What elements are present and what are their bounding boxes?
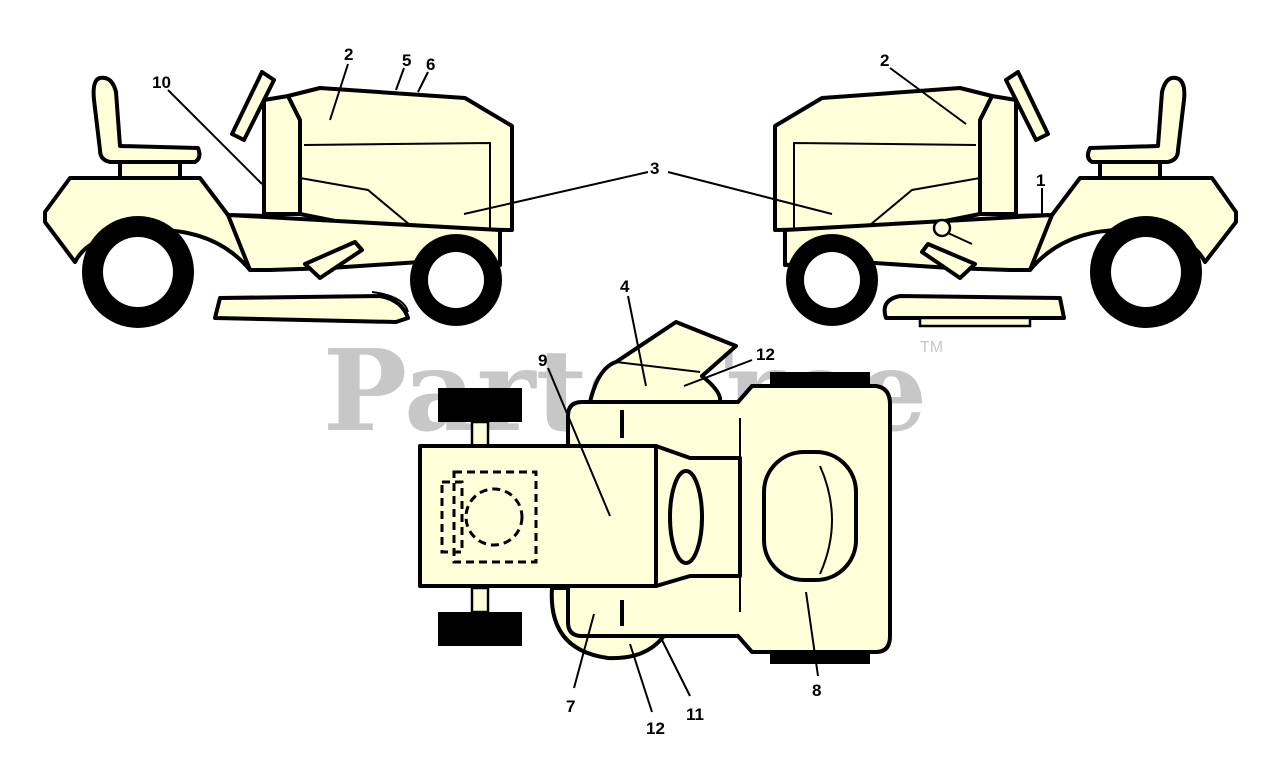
top-dashed-tab: [440, 480, 464, 554]
label-12-top: 12: [756, 345, 775, 364]
top-view-tractor: [418, 320, 892, 664]
label-7-top: 7: [566, 697, 575, 716]
left-hood-inner-line: [303, 141, 491, 228]
leader-12-bottom: [629, 643, 653, 713]
top-rear-tire-upper: [438, 388, 522, 422]
left-hood: [286, 86, 514, 232]
top-steering-wheel: [668, 469, 704, 565]
right-steering-wheel: [1004, 70, 1050, 142]
leader-2-left: [329, 63, 349, 121]
left-mower-deck: [213, 294, 410, 324]
top-dashed-circle: [464, 487, 524, 547]
callout-labels: 10 2 5 6 3 2 1 4 12 9 7 12 11 8: [152, 45, 1045, 738]
label-10-left: 10: [152, 73, 171, 92]
right-hood-inner-line: [793, 141, 977, 228]
label-1-right: 1: [1036, 171, 1045, 190]
right-side-tractor: [773, 70, 1238, 328]
right-hood-panel-line: [869, 177, 981, 226]
left-rear-hub: [103, 237, 173, 307]
leader-6: [417, 71, 429, 93]
right-lever-shaft: [947, 232, 973, 245]
right-hood: [773, 86, 994, 232]
label-3-center: 3: [650, 159, 659, 178]
top-dashed-seat: [452, 470, 538, 564]
top-axle-lower: [470, 586, 490, 614]
left-seat-post: [118, 160, 182, 180]
right-dash: [978, 94, 1018, 216]
label-4-top: 4: [620, 277, 630, 296]
left-steering-wheel: [230, 70, 276, 142]
top-hood-curve: [819, 465, 833, 575]
leader-9: [547, 367, 611, 517]
leader-5: [395, 67, 405, 91]
right-pedal: [920, 242, 977, 280]
top-axle-upper: [470, 420, 490, 448]
top-chute-line: [615, 361, 701, 373]
right-seat-post: [1098, 160, 1162, 180]
leader-lines: [167, 63, 1043, 713]
label-2-right: 2: [880, 51, 889, 70]
leader-12-top: [683, 359, 753, 387]
leader-10: [167, 89, 263, 185]
label-9-top: 9: [538, 351, 547, 370]
leader-7: [573, 613, 595, 689]
left-seat: [91, 75, 202, 164]
leader-3-right: [667, 171, 833, 215]
right-front-hub: [804, 252, 860, 308]
leader-11: [661, 639, 691, 697]
label-5-left: 5: [402, 51, 411, 70]
left-hood-panel-line: [299, 177, 411, 226]
right-mower-deck: [882, 294, 1066, 320]
right-deck-skirt: [918, 316, 1032, 328]
top-rear-tire-lower: [438, 612, 522, 646]
top-hood: [762, 450, 858, 582]
label-11-top: 11: [686, 705, 704, 724]
leader-3-left: [463, 171, 649, 215]
watermark-trademark: TM: [920, 339, 943, 356]
leader-2-right: [889, 67, 967, 125]
left-deck-chute: [371, 291, 409, 313]
left-front-hub: [428, 252, 484, 308]
label-8-top: 8: [812, 681, 821, 700]
right-seat: [1085, 75, 1187, 164]
right-rear-hub: [1111, 237, 1181, 307]
label-6-left: 6: [426, 55, 435, 74]
label-2-left: 2: [344, 45, 353, 64]
left-side-tractor: [43, 70, 514, 328]
label-12-bottom: 12: [646, 719, 665, 738]
leader-4: [627, 295, 647, 387]
left-dash: [262, 94, 302, 216]
left-pedal: [303, 240, 364, 280]
leader-8: [805, 591, 819, 677]
right-lever-knob: [932, 218, 952, 238]
top-discharge-chute: [588, 320, 738, 404]
